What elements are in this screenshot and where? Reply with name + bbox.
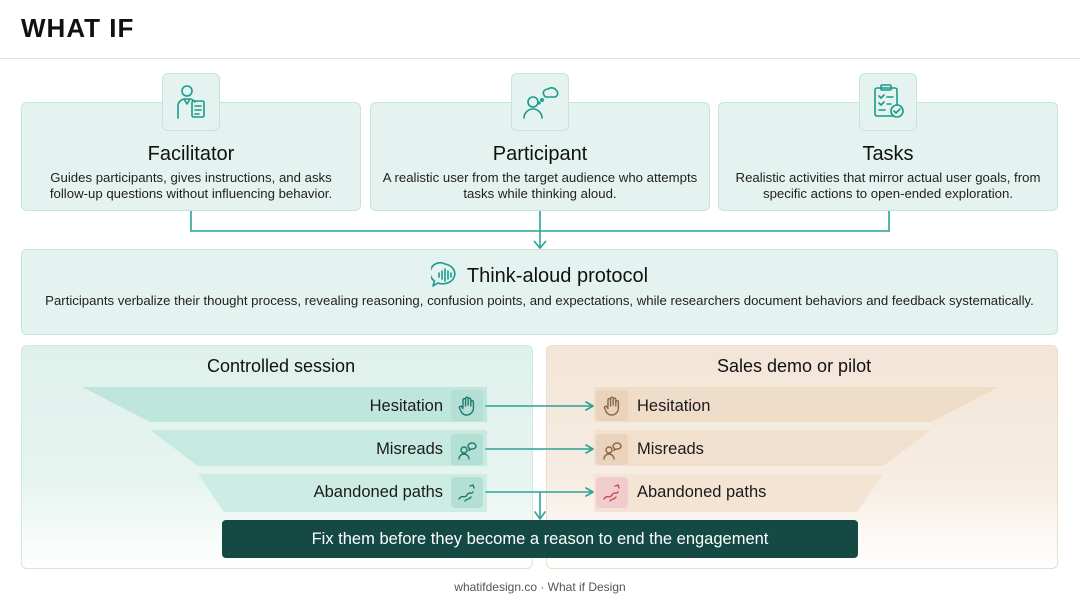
winding-path-icon xyxy=(596,477,628,508)
facilitator-icon xyxy=(162,73,220,131)
left-item-hesitation: Hesitation xyxy=(369,397,443,415)
right-item-abandoned-paths: Abandoned paths xyxy=(637,483,767,501)
brand-logo: WHAT IF xyxy=(21,13,135,43)
left-item-abandoned-paths: Abandoned paths xyxy=(313,483,443,501)
card-description: A realistic user from the target audienc… xyxy=(382,170,698,201)
footer-credit: whatifdesign.co · What if Design xyxy=(454,580,626,594)
protocol-title: Think-aloud protocol xyxy=(22,261,1057,294)
person-speech-icon xyxy=(596,434,628,465)
right-item-hesitation: Hesitation xyxy=(637,397,711,415)
left-panel-title: Controlled session xyxy=(207,356,356,376)
header-divider xyxy=(0,58,1080,59)
card-description: Guides participants, gives instructions,… xyxy=(49,170,333,201)
right-item-misreads: Misreads xyxy=(637,440,704,458)
speech-waveform-icon xyxy=(429,261,459,294)
participant-thinking-icon xyxy=(511,73,569,131)
hand-stop-icon xyxy=(596,390,628,421)
protocol-title-text: Think-aloud protocol xyxy=(466,265,649,287)
protocol-description: Participants verbalize their thought pro… xyxy=(45,293,1034,308)
card-title: Tasks xyxy=(862,143,914,165)
card-title: Participant xyxy=(492,143,588,165)
right-panel-title: Sales demo or pilot xyxy=(717,356,872,376)
think-aloud-protocol: Think-aloud protocol Participants verbal… xyxy=(21,249,1058,335)
card-title: Facilitator xyxy=(147,143,235,165)
left-item-misreads: Misreads xyxy=(376,440,443,458)
winding-path-icon xyxy=(451,477,483,508)
fix-before-engagement-banner: Fix them before they become a reason to … xyxy=(222,520,858,558)
hand-stop-icon xyxy=(451,390,483,421)
person-speech-icon xyxy=(451,434,483,465)
card-description: Realistic activities that mirror actual … xyxy=(735,170,1041,201)
task-checklist-icon xyxy=(859,73,917,131)
card-facilitator: Facilitator Guides participants, gives i… xyxy=(21,102,361,211)
